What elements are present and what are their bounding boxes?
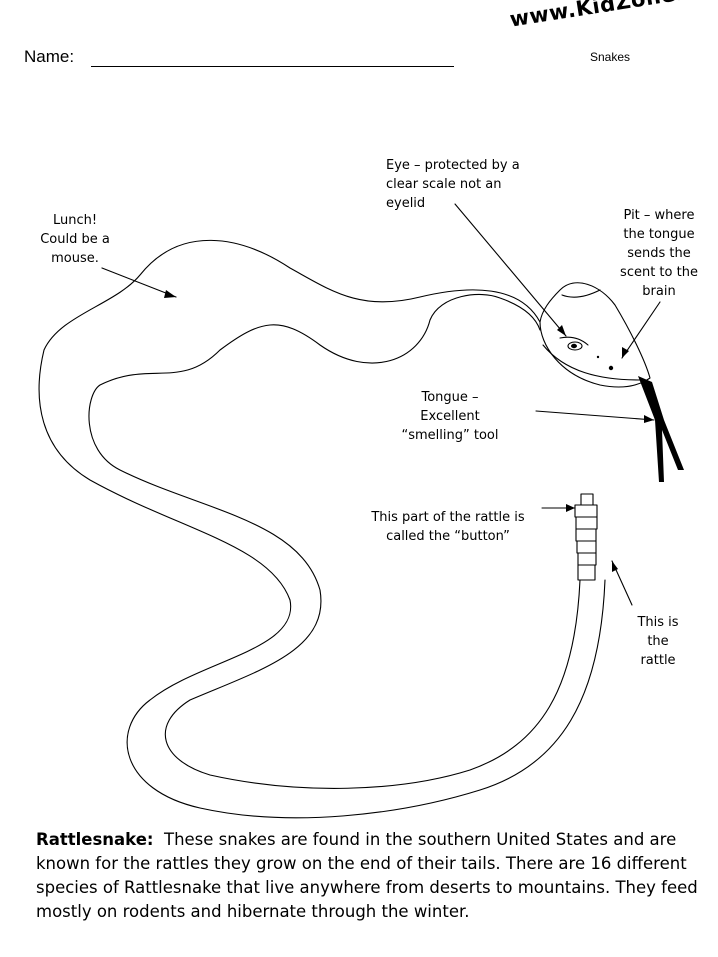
rattlesnake-description: Rattlesnake: These snakes are found in t… [36, 828, 706, 924]
rattle-button [580, 493, 594, 506]
label-rattle: This is the rattle [637, 615, 679, 668]
rattle-segment [575, 516, 598, 530]
name-label: Name: [24, 47, 75, 66]
pointer-lunch [101, 267, 177, 298]
label-lunch: Lunch! Could be a mouse. [40, 213, 110, 266]
snake-body-outline [38, 239, 606, 819]
snake-pit-icon [608, 365, 614, 371]
snake-head-ridge [561, 289, 601, 298]
name-line [91, 66, 454, 67]
snake-head-outline [539, 282, 651, 388]
label-eye: Eye – protected by a clear scale not an … [386, 158, 520, 211]
pointer-pit [621, 301, 661, 359]
rattle-segment [575, 528, 597, 542]
label-button: This part of the rattle is called the “b… [371, 510, 525, 544]
rattle-segment [576, 540, 597, 554]
description-heading: Rattlesnake: [36, 830, 154, 849]
snake-jaw-line [542, 344, 641, 381]
description-text: These snakes are found in the southern U… [36, 830, 698, 921]
snake-eye-icon [567, 341, 583, 351]
subject-label: Snakes [590, 50, 631, 64]
rattle-segment [577, 552, 597, 566]
snake-pupil-icon [571, 343, 577, 349]
rattle-segment [577, 564, 596, 581]
snake-brow [559, 336, 589, 346]
snake-tongue-icon [638, 376, 684, 482]
label-tongue: Tongue – Excellent “smelling” tool [401, 390, 499, 443]
pointer-eye [454, 203, 567, 337]
rattle-segment [574, 504, 598, 518]
label-pit: Pit – where the tongue sends the scent t… [620, 208, 698, 299]
snake-nostril-icon [596, 355, 600, 359]
snake-diagram [38, 203, 684, 819]
pointer-tongue [535, 410, 655, 421]
snake-body-inner-outline [88, 293, 581, 789]
